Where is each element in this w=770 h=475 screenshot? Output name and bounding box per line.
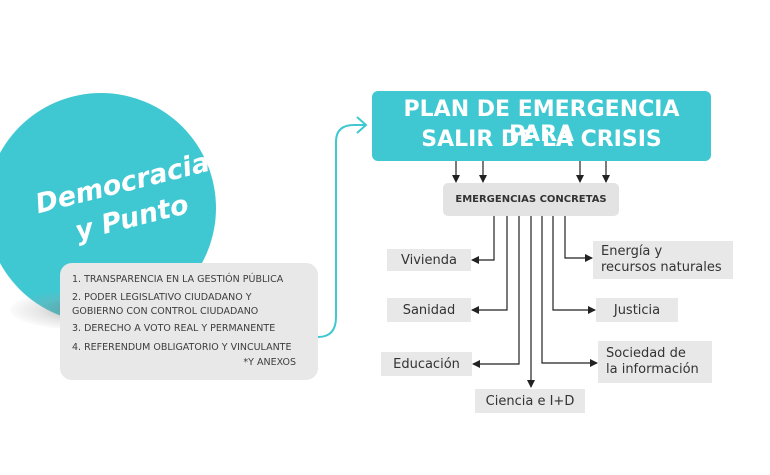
item-justicia: Justicia [596,298,678,322]
arrow-to-educacion [472,216,520,368]
item-energia-label: Energía y recursos naturales [601,241,722,279]
item-energia-line-1: Energía y [601,244,663,259]
points-box: 1. TRANSPARENCIA EN LA GESTIÓN PÚBLICA 2… [60,263,318,380]
plan-title-box: PLAN DE EMERGENCIA PARA SALIR DE LA CRIS… [372,91,711,161]
item-sociedad-line-2: la información [606,362,699,377]
item-sanidad-label: Sanidad [402,302,456,318]
emergencias-box: EMERGENCIAS CONCRETAS [443,183,619,216]
point-3: 3. DERECHO A VOTO REAL Y PERMANENTE [72,323,276,334]
arrow-to-vivienda [471,216,495,264]
arrow-to-energia [564,216,593,262]
item-justicia-label: Justicia [613,302,661,318]
item-sociedad-line-1: Sociedad de [606,346,686,361]
arrow-to-sanidad [471,216,508,314]
arrow-to-sociedad [541,216,598,367]
item-ciencia-label: Ciencia e I+D [485,393,575,409]
item-sociedad: Sociedad de la información [598,341,712,383]
point-1: 1. TRANSPARENCIA EN LA GESTIÓN PÚBLICA [72,274,284,285]
link-points-to-plan [317,124,365,338]
item-sanidad: Sanidad [387,298,471,322]
plan-title-line-2: SALIR DE LA CRISIS [421,127,662,152]
item-educacion: Educación [381,352,472,376]
item-vivienda: Vivienda [387,249,471,271]
plan-title-line-1: PLAN DE EMERGENCIA PARA [403,97,680,147]
item-energia: Energía y recursos naturales [593,241,733,279]
item-energia-line-2: recursos naturales [601,260,722,275]
point-4: 4. REFERENDUM OBLIGATORIO Y VINCULANTE [72,342,292,353]
item-ciencia: Ciencia e I+D [475,389,585,413]
points-note: *Y ANEXOS [243,357,296,368]
item-vivienda-label: Vivienda [401,252,457,268]
item-sociedad-label: Sociedad de la información [606,341,699,383]
link-plan-arrowhead [356,116,368,134]
item-educacion-label: Educación [393,356,460,372]
point-2: 2. PODER LEGISLATIVO CIUDADANO Y [72,292,252,303]
point-2-cont: GOBIERNO CON CONTROL CIUDADANO [72,306,259,317]
arrow-to-justicia [552,216,596,314]
